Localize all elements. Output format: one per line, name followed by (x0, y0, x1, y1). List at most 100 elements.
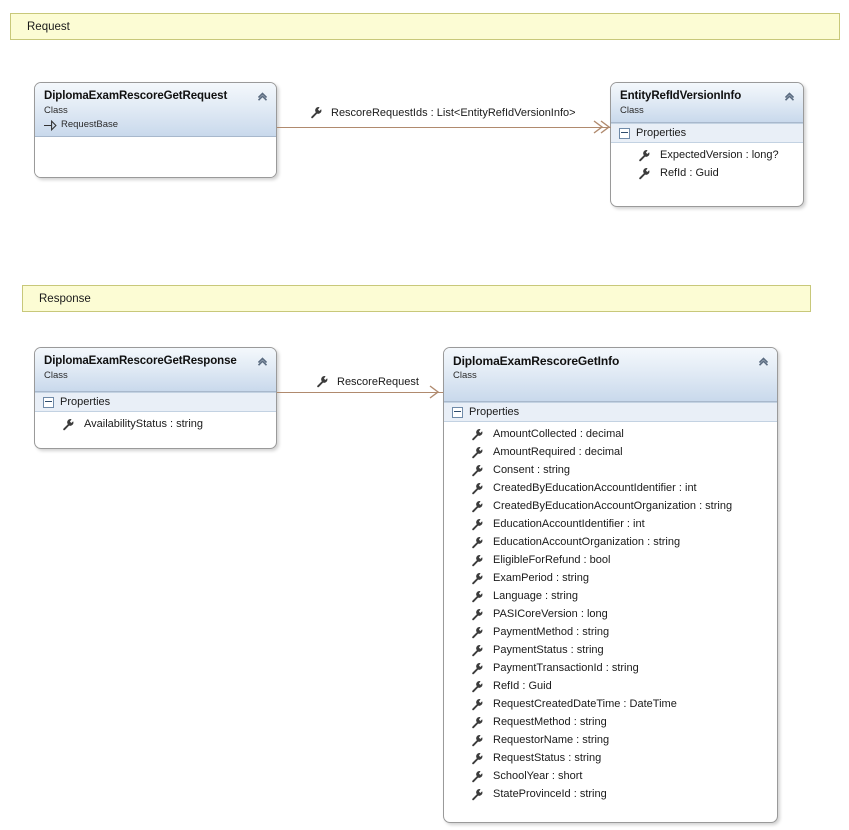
class-title: DiplomaExamRescoreGetResponse (44, 355, 237, 367)
inheritance-arrow-icon (44, 119, 57, 131)
member-label: ExamPeriod : string (493, 572, 589, 584)
list-item[interactable]: RefId : Guid (611, 164, 803, 182)
property-wrench-icon (472, 608, 483, 620)
property-wrench-icon (472, 554, 483, 566)
property-wrench-icon (472, 734, 483, 746)
collapse-expander-icon[interactable] (619, 127, 630, 139)
collapse-expander-icon[interactable] (43, 396, 54, 408)
property-wrench-icon (472, 770, 483, 782)
property-wrench-icon (472, 644, 483, 656)
property-wrench-icon (472, 680, 483, 692)
list-item[interactable]: Language : string (444, 587, 777, 605)
class-header: EntityRefIdVersionInfo Class (611, 83, 803, 123)
member-label: RequestMethod : string (493, 716, 607, 728)
association-connector-rescore-request[interactable] (277, 392, 443, 393)
property-wrench-icon (472, 590, 483, 602)
chevron-up-icon[interactable] (783, 90, 796, 103)
member-label: RequestorName : string (493, 734, 610, 746)
compartment-header-properties[interactable]: Properties (444, 402, 777, 422)
property-wrench-icon (472, 446, 483, 458)
compartment-label: Properties (469, 406, 520, 418)
class-box-diploma-exam-rescore-get-request[interactable]: DiplomaExamRescoreGetRequest Class Reque… (34, 82, 277, 178)
list-item[interactable]: StateProvinceId : string (444, 785, 777, 803)
member-label: CreatedByEducationAccountIdentifier : in… (493, 482, 697, 494)
compartment-label: Properties (60, 396, 111, 408)
member-label: RequestStatus : string (493, 752, 602, 764)
member-label: PaymentMethod : string (493, 626, 610, 638)
member-label: StateProvinceId : string (493, 788, 607, 800)
property-wrench-icon (472, 500, 483, 512)
compartment-header-properties[interactable]: Properties (35, 392, 276, 412)
property-wrench-icon (472, 536, 483, 548)
connector-label-text: RescoreRequestIds : List<EntityRefIdVers… (331, 106, 576, 119)
property-wrench-icon (472, 428, 483, 440)
list-item[interactable]: RequestorName : string (444, 731, 777, 749)
class-stereotype: Class (44, 105, 68, 116)
list-item[interactable]: RefId : Guid (444, 677, 777, 695)
list-item[interactable]: PaymentStatus : string (444, 641, 777, 659)
member-label: AmountCollected : decimal (493, 428, 624, 440)
property-wrench-icon (639, 149, 650, 161)
member-label: EducationAccountIdentifier : int (493, 518, 645, 530)
member-label: PaymentStatus : string (493, 644, 604, 656)
connector-label-text: RescoreRequest (337, 375, 419, 388)
member-label: SchoolYear : short (493, 770, 583, 782)
list-item[interactable]: SchoolYear : short (444, 767, 777, 785)
property-wrench-icon (472, 482, 483, 494)
list-item[interactable]: EducationAccountOrganization : string (444, 533, 777, 551)
list-item[interactable]: AmountRequired : decimal (444, 443, 777, 461)
property-wrench-icon (472, 788, 483, 800)
class-stereotype: Class (453, 370, 477, 381)
list-item[interactable]: PASICoreVersion : long (444, 605, 777, 623)
property-wrench-icon (472, 662, 483, 674)
list-item[interactable]: Consent : string (444, 461, 777, 479)
list-item[interactable]: RequestStatus : string (444, 749, 777, 767)
list-item[interactable]: PaymentMethod : string (444, 623, 777, 641)
member-label: RefId : Guid (493, 680, 552, 692)
list-item[interactable]: AvailabilityStatus : string (35, 415, 276, 433)
class-box-diploma-exam-rescore-get-response[interactable]: DiplomaExamRescoreGetResponse Class Prop… (34, 347, 277, 449)
member-label: PaymentTransactionId : string (493, 662, 639, 674)
single-chevron-right-arrowhead-icon (429, 385, 440, 399)
list-item[interactable]: ExpectedVersion : long? (611, 146, 803, 164)
association-connector-rescore-request-ids[interactable] (277, 127, 611, 128)
property-wrench-icon (472, 716, 483, 728)
class-header: DiplomaExamRescoreGetRequest Class Reque… (35, 83, 276, 137)
chevron-up-icon[interactable] (256, 90, 269, 103)
class-box-entity-ref-id-version-info[interactable]: EntityRefIdVersionInfo Class Properties … (610, 82, 804, 207)
class-header: DiplomaExamRescoreGetInfo Class (444, 348, 777, 402)
class-body-empty (35, 137, 276, 177)
property-wrench-icon (472, 752, 483, 764)
property-wrench-icon (472, 518, 483, 530)
member-label: AmountRequired : decimal (493, 446, 623, 458)
member-label: AvailabilityStatus : string (84, 418, 204, 430)
collapse-expander-icon[interactable] (452, 406, 463, 418)
member-label: CreatedByEducationAccountOrganization : … (493, 500, 733, 512)
list-item[interactable]: EducationAccountIdentifier : int (444, 515, 777, 533)
connector-label-rescore-request: RescoreRequest (316, 375, 419, 388)
list-item[interactable]: AmountCollected : decimal (444, 425, 777, 443)
list-item[interactable]: CreatedByEducationAccountIdentifier : in… (444, 479, 777, 497)
class-box-diploma-exam-rescore-get-info[interactable]: DiplomaExamRescoreGetInfo Class Properti… (443, 347, 778, 823)
property-wrench-icon (472, 626, 483, 638)
compartment-header-properties[interactable]: Properties (611, 123, 803, 143)
chevron-up-icon[interactable] (757, 355, 770, 368)
section-banner-response: Response (22, 285, 811, 312)
class-title: EntityRefIdVersionInfo (620, 90, 742, 102)
chevron-up-icon[interactable] (256, 355, 269, 368)
member-list: ExpectedVersion : long? RefId : Guid (611, 143, 803, 188)
list-item[interactable]: ExamPeriod : string (444, 569, 777, 587)
list-item[interactable]: RequestMethod : string (444, 713, 777, 731)
member-label: Language : string (493, 590, 579, 602)
class-base-type: RequestBase (44, 118, 250, 132)
member-label: RequestCreatedDateTime : DateTime (493, 698, 677, 710)
member-label: EligibleForRefund : bool (493, 554, 611, 566)
list-item[interactable]: CreatedByEducationAccountOrganization : … (444, 497, 777, 515)
list-item[interactable]: RequestCreatedDateTime : DateTime (444, 695, 777, 713)
connector-label-rescore-request-ids: RescoreRequestIds : List<EntityRefIdVers… (310, 106, 576, 119)
list-item[interactable]: PaymentTransactionId : string (444, 659, 777, 677)
section-banner-label: Response (39, 292, 91, 305)
property-wrench-icon (639, 167, 650, 179)
list-item[interactable]: EligibleForRefund : bool (444, 551, 777, 569)
